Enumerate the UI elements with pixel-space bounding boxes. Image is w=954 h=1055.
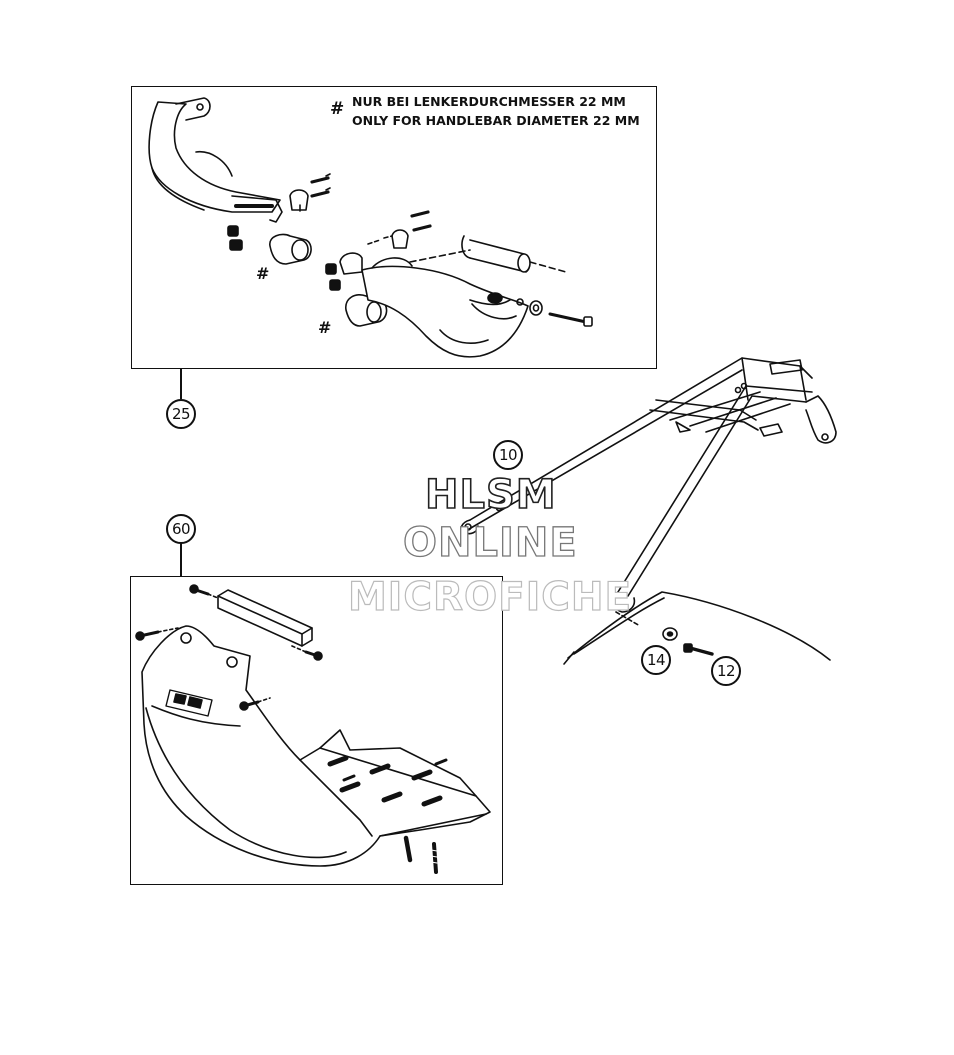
left-clamp-drawing (227, 173, 331, 265)
right-handguard-drawing (361, 257, 529, 358)
carrier-fasteners-drawing (615, 611, 714, 656)
callout-10: 10 (493, 440, 523, 470)
hash-mark-left-spacer: # (256, 264, 270, 283)
callout-14: 14 (641, 645, 671, 675)
luggage-carrier-drawing (460, 357, 837, 613)
long-bolt-drawing (529, 300, 593, 327)
callout-60-leader (180, 543, 182, 576)
watermark-line-3: MICROFICHE (347, 574, 633, 620)
handlebar-tube-drawing (409, 235, 567, 273)
callout-25-leader (180, 369, 182, 399)
callout-60: 60 (166, 514, 196, 544)
skid-plate-drawing (141, 625, 491, 867)
watermark-line-2: ONLINE (402, 519, 578, 566)
note-line-en: ONLY FOR HANDLEBAR DIAMETER 22 MM (352, 113, 640, 128)
watermark-line-1: HLSM (424, 471, 557, 519)
callout-25: 25 (166, 399, 196, 429)
rear-fender-drawing (563, 591, 831, 665)
handlebar-note: # NUR BEI LENKERDURCHMESSER 22 MM ONLY F… (330, 92, 640, 130)
hash-mark-right-spacer: # (318, 318, 332, 337)
note-hash-symbol: # (330, 99, 345, 119)
note-line-de: NUR BEI LENKERDURCHMESSER 22 MM (352, 94, 626, 109)
left-handguard-drawing (148, 97, 283, 223)
skid-bracket-drawing (135, 584, 438, 874)
handguard-panel (131, 86, 657, 369)
skid-plate-panel (130, 576, 503, 885)
callout-12: 12 (711, 656, 741, 686)
